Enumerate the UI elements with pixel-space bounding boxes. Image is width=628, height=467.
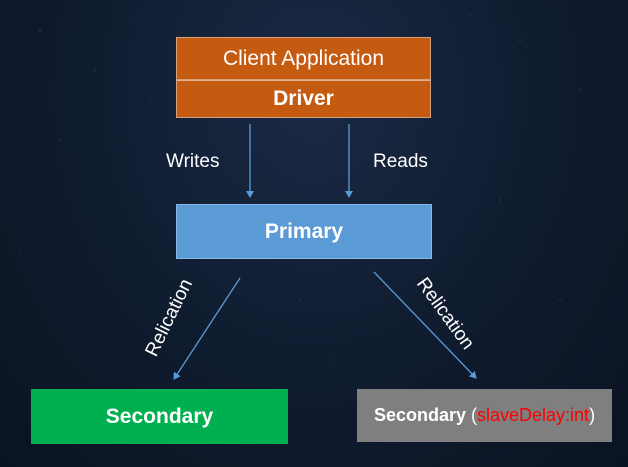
primary-box: Primary xyxy=(176,204,432,259)
reads-label: Reads xyxy=(373,151,428,172)
slave-delay-option: slaveDelay:int xyxy=(477,405,590,425)
secondary-label: Secondary xyxy=(105,404,214,428)
secondary-box: Secondary xyxy=(31,389,288,444)
secondary-delayed-label: Secondary xyxy=(373,405,466,425)
driver-label: Driver xyxy=(273,87,334,110)
replication-right-arrow xyxy=(373,271,477,379)
primary-label: Primary xyxy=(264,219,344,243)
secondary-delayed-box: Secondary (slaveDelay:int) xyxy=(357,389,612,442)
close-paren: ) xyxy=(589,405,596,425)
open-paren: ( xyxy=(471,405,477,425)
replication-left-arrow xyxy=(173,277,241,380)
client-application-box: Client Application xyxy=(176,37,431,80)
writes-label: Writes xyxy=(166,151,220,172)
client-application-label: Client Application xyxy=(222,46,385,70)
driver-box: Driver xyxy=(176,80,431,118)
